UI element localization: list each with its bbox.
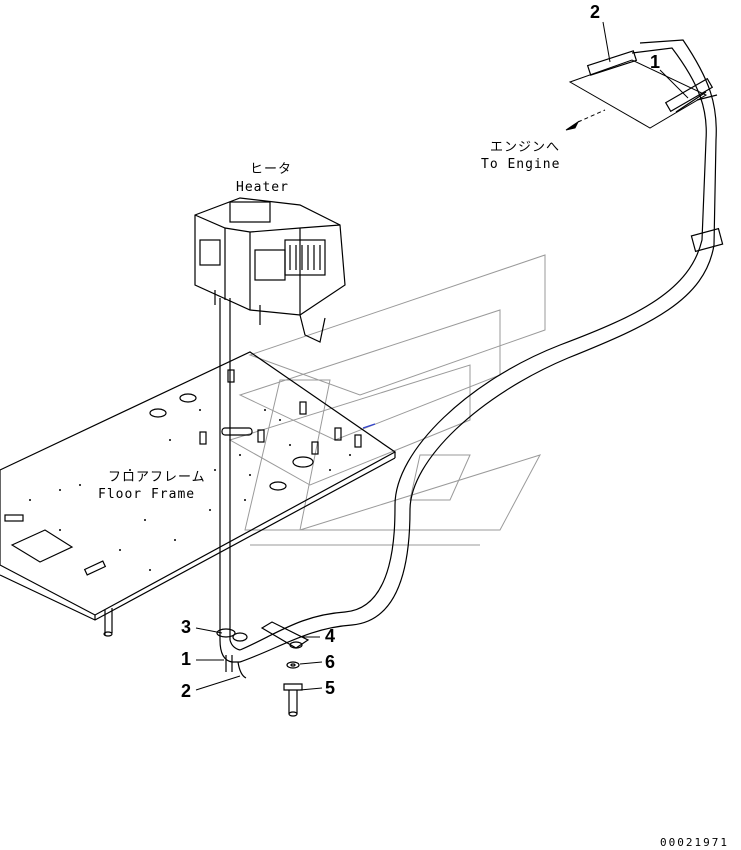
callout-2-bottom: 2 <box>181 681 192 701</box>
callout-5: 5 <box>325 678 336 698</box>
floor-frame-label-jp: フロアフレーム <box>108 470 206 485</box>
drawing-number: 00021971 <box>660 836 729 849</box>
engine-hose-long <box>239 39 724 663</box>
heater-hose-vertical <box>219 298 241 663</box>
hardware-items <box>216 621 310 717</box>
heater-label-jp: ヒータ <box>250 162 293 177</box>
callout-1-bottom: 1 <box>181 649 192 669</box>
to-engine-indicator <box>565 59 708 131</box>
floor-frame-holes <box>29 409 351 571</box>
leader-lines <box>195 21 689 691</box>
floor-frame-label-en: Floor Frame <box>98 487 196 502</box>
callout-6: 6 <box>325 652 336 672</box>
callout-4: 4 <box>325 626 336 646</box>
floor-frame <box>0 351 397 637</box>
callout-1-top: 1 <box>650 52 661 72</box>
heater-unit <box>194 197 346 343</box>
watermark-logo <box>228 254 546 546</box>
heater-label-en: Heater <box>236 180 289 195</box>
callout-3: 3 <box>181 617 192 637</box>
to-engine-label-en: To Engine <box>481 157 561 172</box>
callout-2-top: 2 <box>590 2 601 22</box>
to-engine-label-jp: エンジンへ <box>490 140 561 155</box>
